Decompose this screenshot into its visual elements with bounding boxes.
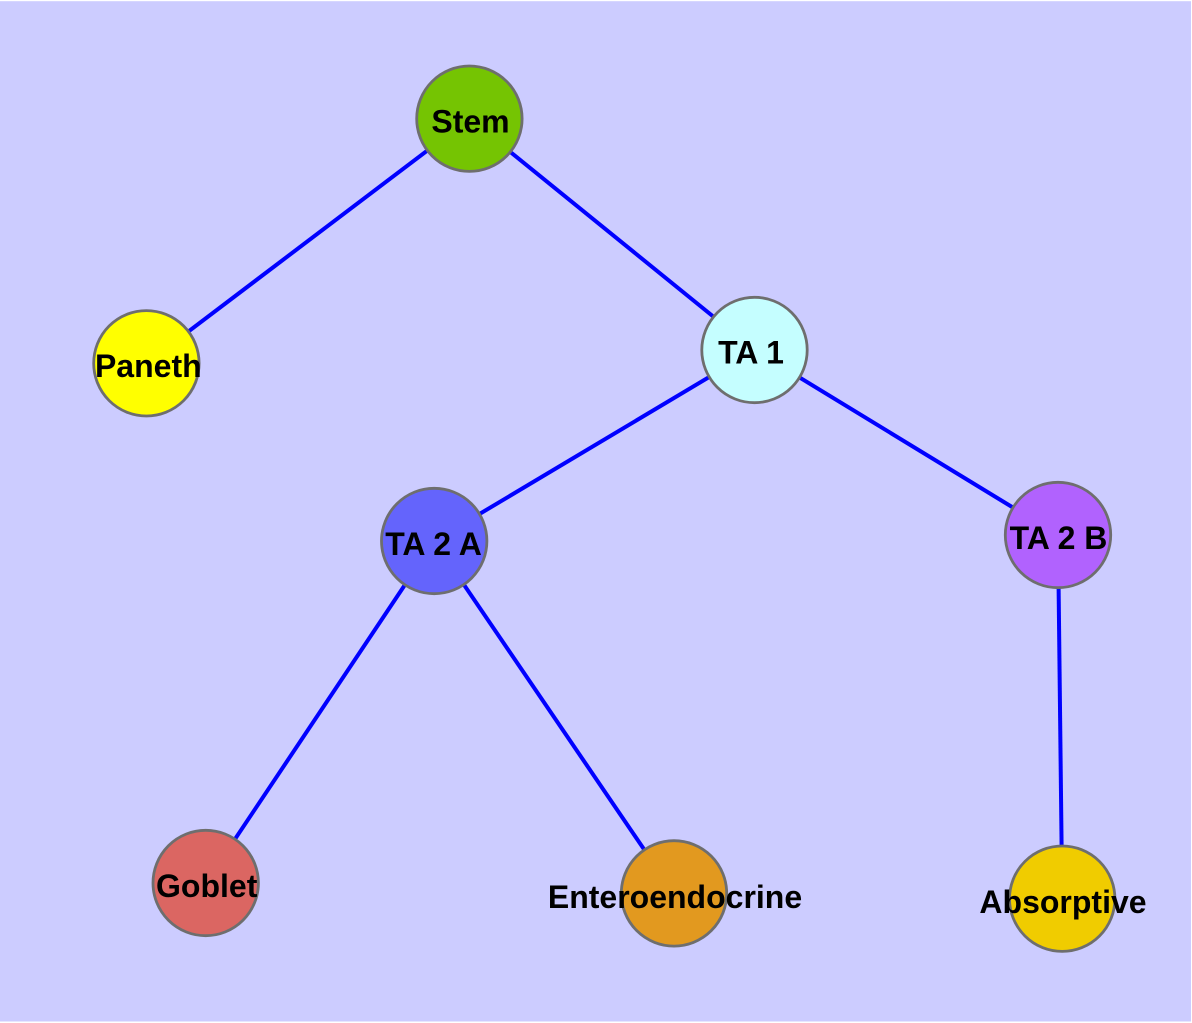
svg-text:Stem: Stem [431, 104, 509, 140]
svg-text:Goblet: Goblet [156, 868, 258, 904]
svg-text:Paneth: Paneth [95, 348, 202, 384]
svg-text:TA 2 B: TA 2 B [1010, 520, 1108, 556]
svg-text:Enteroendocrine: Enteroendocrine [548, 879, 802, 915]
svg-text:TA 1: TA 1 [718, 335, 784, 371]
svg-text:TA 2 A: TA 2 A [385, 526, 482, 562]
svg-text:Absorptive: Absorptive [979, 884, 1146, 920]
